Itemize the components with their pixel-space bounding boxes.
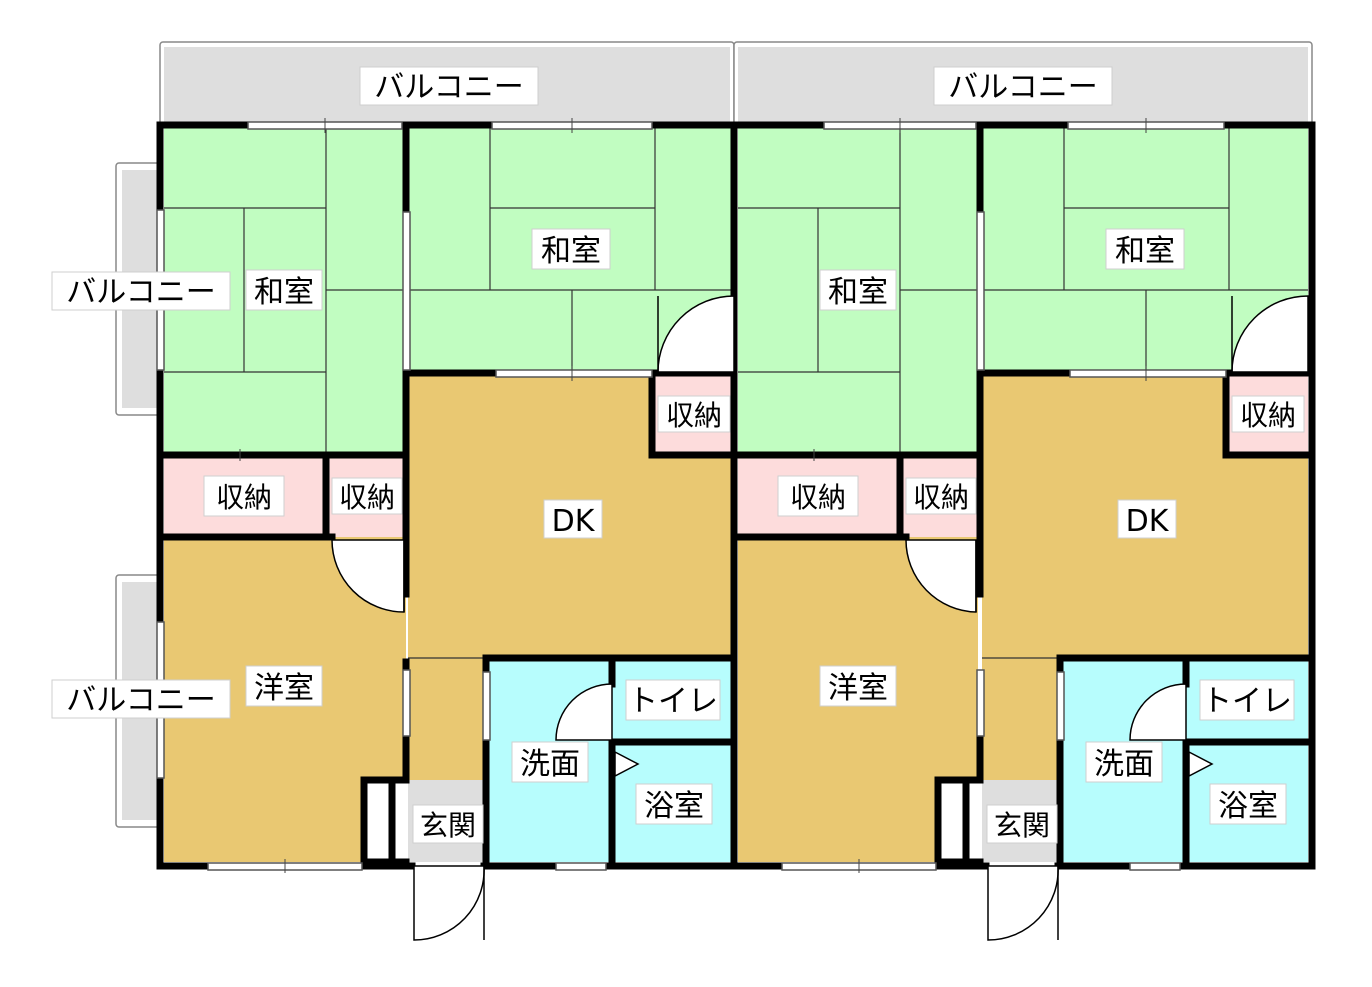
shuno-c-label-1: 収納 bbox=[666, 399, 722, 432]
senmen-label-1: 洗面 bbox=[520, 747, 580, 782]
balcony-side-upper-label: バルコニー bbox=[66, 275, 215, 310]
balcony-top-label-2: バルコニー bbox=[948, 70, 1097, 105]
balcony-side-lower-label: バルコニー bbox=[66, 683, 215, 718]
yokushitsu-label-2: 浴室 bbox=[1218, 789, 1278, 824]
washitsu-left-label-1: 和室 bbox=[254, 275, 314, 310]
balcony-top-label-1: バルコニー bbox=[374, 70, 523, 105]
washitsu-right-label-1: 和室 bbox=[541, 234, 601, 269]
yoshitsu-label-1: 洋室 bbox=[254, 671, 314, 706]
walls bbox=[156, 121, 1316, 870]
washitsu-left-label-2: 和室 bbox=[828, 275, 888, 310]
shuno-b-label-2: 収納 bbox=[913, 481, 969, 514]
dk-label-2: DK bbox=[1126, 504, 1170, 539]
folding-doors bbox=[614, 750, 1214, 778]
tatami-lines bbox=[164, 128, 1308, 453]
dk-label-1: DK bbox=[552, 504, 596, 539]
toilet-label-1: トイレ bbox=[628, 684, 718, 719]
balcony-top-strips bbox=[159, 41, 1313, 127]
window-ticks bbox=[239, 118, 1147, 873]
shuno-b-label-1: 収納 bbox=[339, 481, 395, 514]
yokushitsu-label-1: 浴室 bbox=[644, 789, 704, 824]
washitsu-right-label-2: 和室 bbox=[1115, 234, 1175, 269]
genkan-label-1: 玄関 bbox=[420, 809, 476, 842]
shuno-c-label-2: 収納 bbox=[1240, 399, 1296, 432]
door-panels bbox=[403, 296, 1233, 940]
balcony-side-strips bbox=[115, 162, 163, 828]
labels: バルコニー 和室 和室 収納 収納 収納 DK 洋室 トイレ 洗面 浴室 玄関 … bbox=[51, 66, 1305, 844]
genkan-label-2: 玄関 bbox=[994, 809, 1050, 842]
senmen-label-2: 洗面 bbox=[1094, 747, 1154, 782]
yoshitsu-label-2: 洋室 bbox=[828, 671, 888, 706]
toilet-label-2: トイレ bbox=[1202, 684, 1292, 719]
shuno-a-label-1: 収納 bbox=[216, 481, 272, 514]
shuno-a-label-2: 収納 bbox=[790, 481, 846, 514]
door-swings bbox=[331, 295, 1309, 941]
